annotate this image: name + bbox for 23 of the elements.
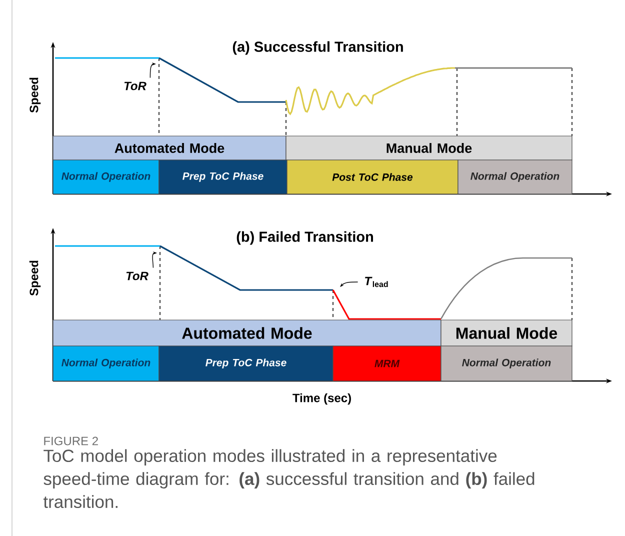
panel-title: (b) Failed Transition <box>236 231 373 245</box>
figure-number: FIGURE 2 <box>44 436 98 446</box>
phase-box: Normal Operation <box>458 160 572 194</box>
leader-line <box>340 282 358 287</box>
phase-box: Post ToC Phase <box>286 160 458 194</box>
phase-box: Normal Operation <box>52 346 160 382</box>
axis-label: Speed <box>29 78 41 113</box>
axis-label: Time (sec) <box>292 393 351 405</box>
phase-box: Prep ToC Phase <box>158 160 288 194</box>
axis-label: Speed <box>29 260 41 296</box>
phase-box: Prep ToC Phase <box>158 346 334 382</box>
phase-box: MRM <box>332 346 442 382</box>
panel-title: (a) Successful Transition <box>232 41 403 55</box>
mode-band: Automated Mode <box>52 320 442 346</box>
marker-label: T$_{lead}$ <box>365 276 388 288</box>
caption: ToC model operation modes illustrated in a representative speed-time diagram for: (a) successful transition and (b) failed transition. <box>43 449 534 508</box>
phase-box: Normal Operation <box>52 160 160 194</box>
mode-band: Manual Mode <box>440 320 572 346</box>
marker-label: ToR <box>124 82 146 90</box>
phase-box: Normal Operation <box>440 346 572 382</box>
mode-band: Manual Mode <box>286 136 572 160</box>
marker-label: ToR <box>126 272 148 280</box>
mode-band: Automated Mode <box>52 136 286 160</box>
